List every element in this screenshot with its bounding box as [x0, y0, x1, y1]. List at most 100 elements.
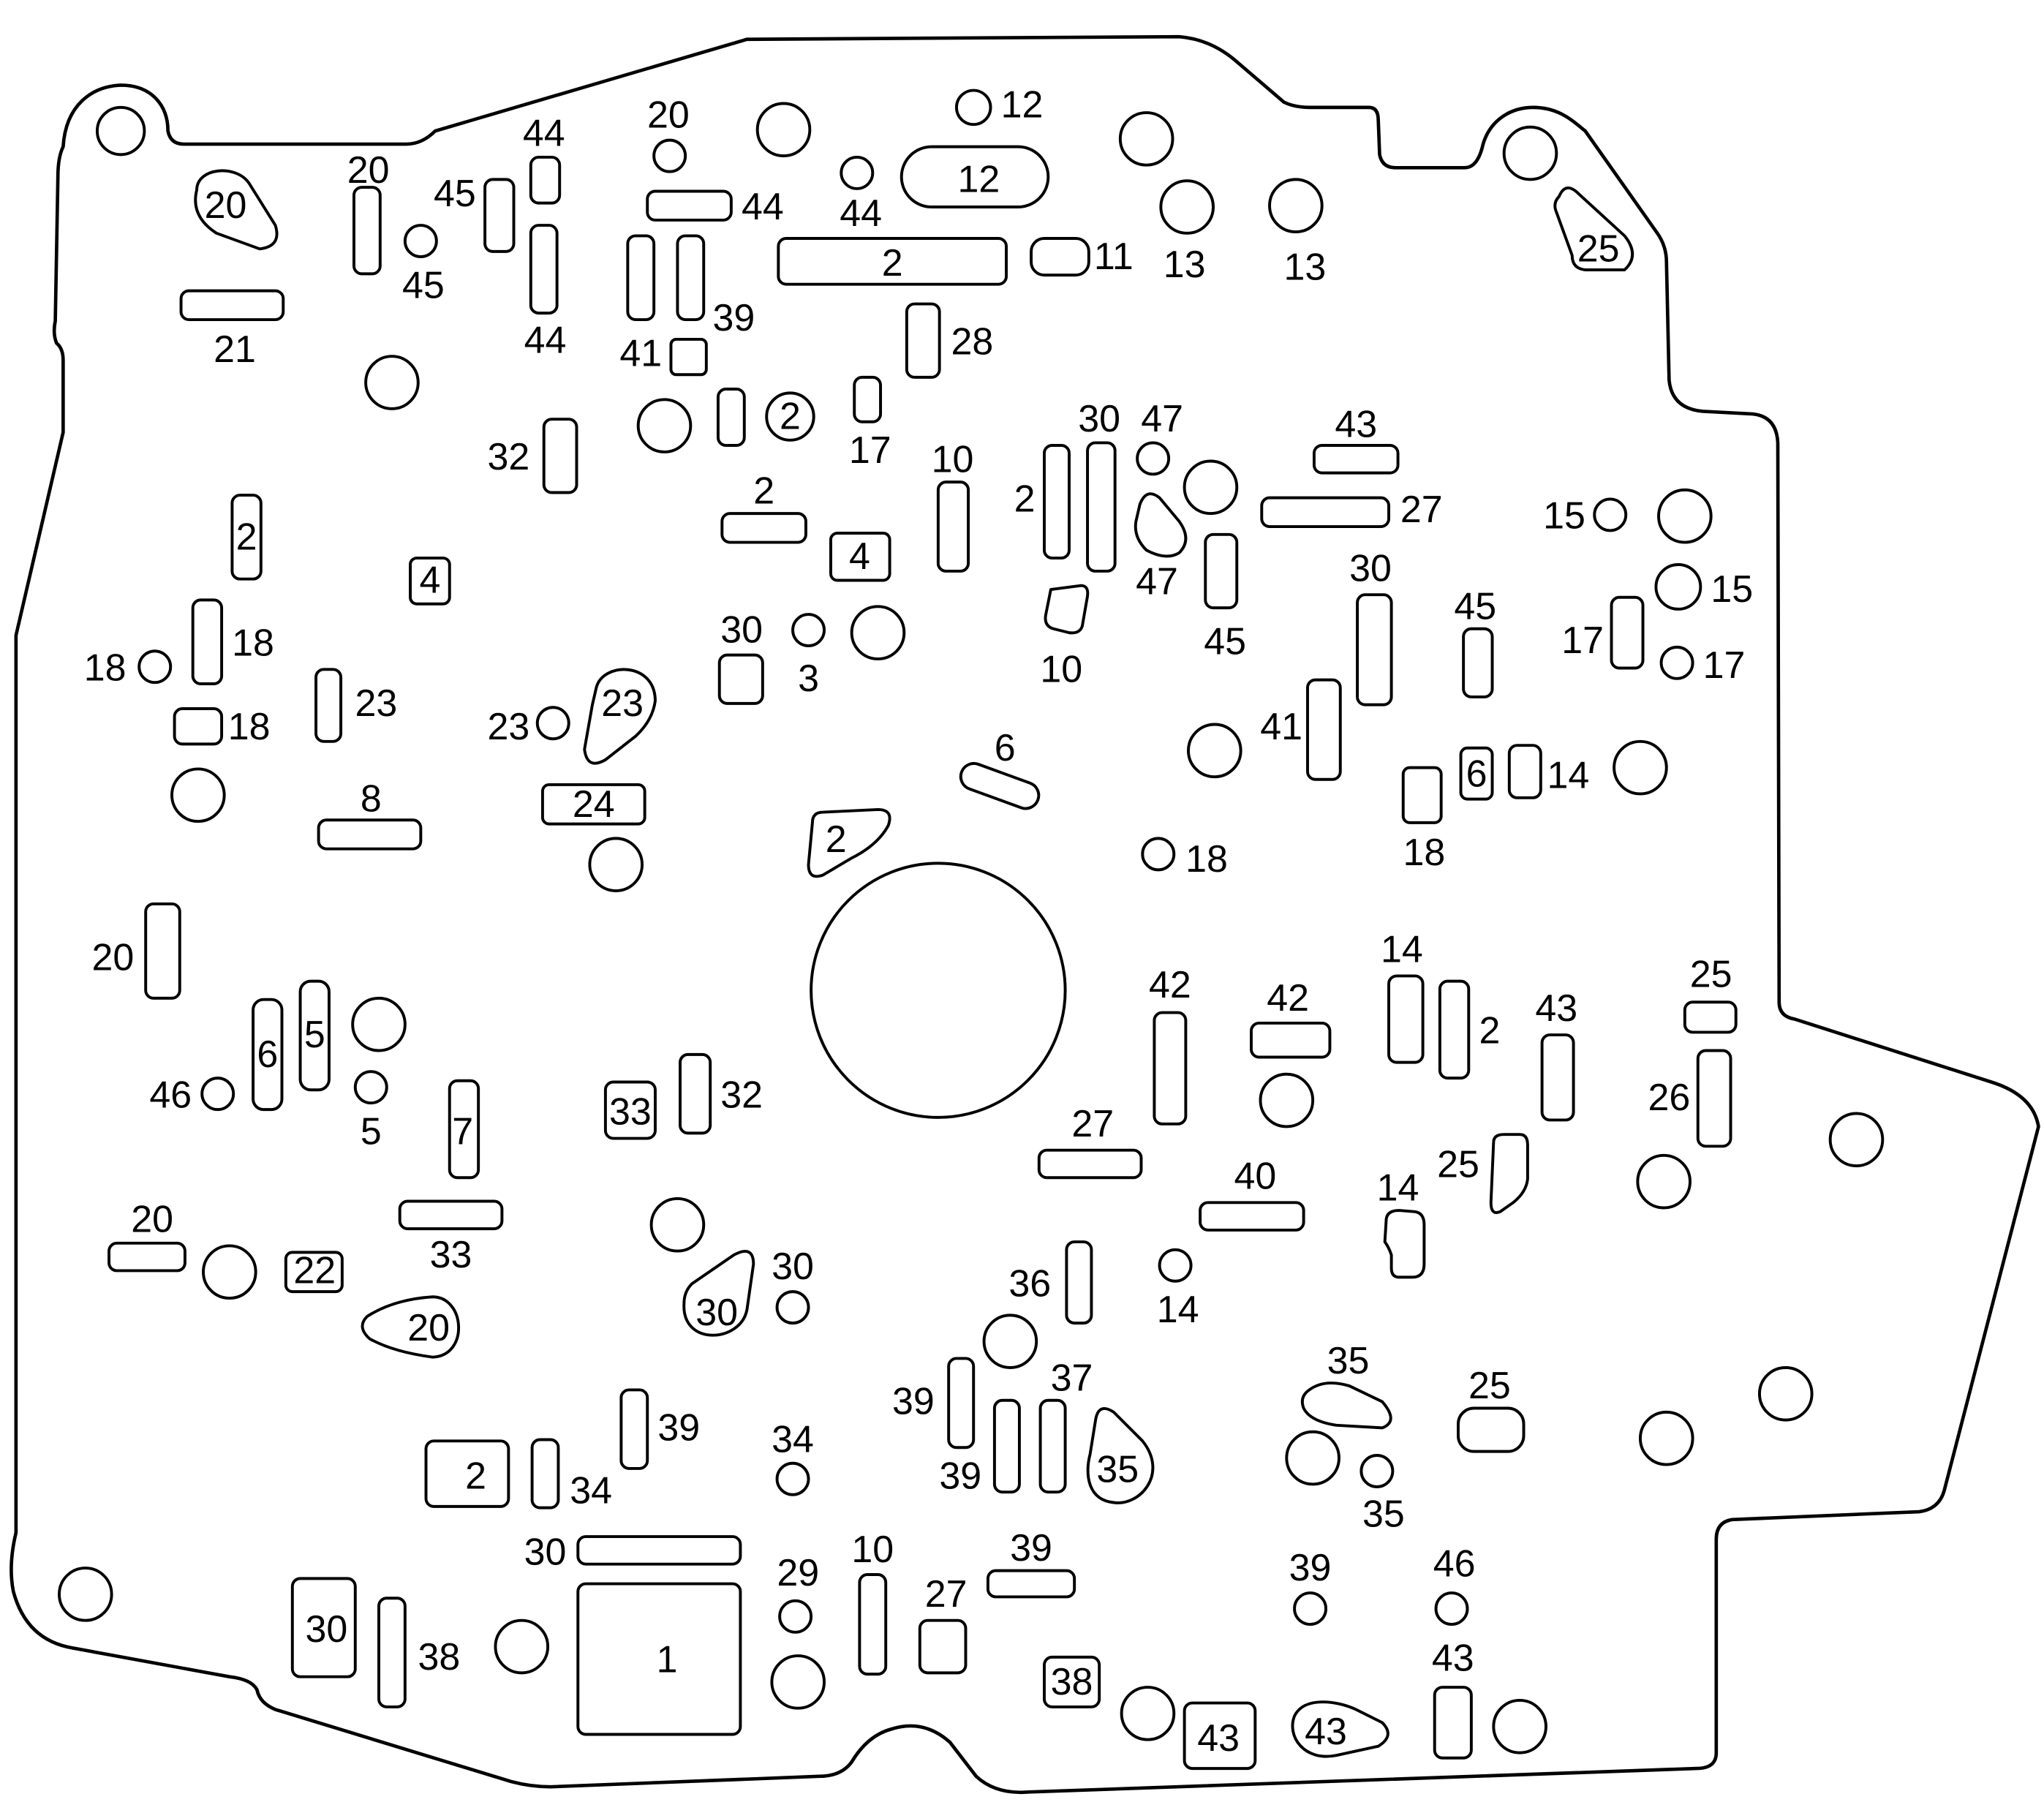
slot-hole: [317, 818, 423, 851]
hole-label: 25: [1437, 1143, 1479, 1186]
slot-hole: [1438, 979, 1471, 1080]
hole-label: 34: [772, 1419, 814, 1461]
pill-hole: [900, 145, 1050, 208]
hole-label: 45: [1204, 621, 1246, 663]
hole-label: 23: [487, 706, 529, 748]
hole-label: 6: [1466, 753, 1487, 796]
round-hole: [1757, 1366, 1814, 1422]
slot-hole: [777, 237, 1008, 286]
slot-hole: [716, 388, 746, 447]
hole-label: 39: [892, 1381, 935, 1423]
round-hole: [1659, 645, 1694, 680]
round-hole: [775, 1461, 810, 1496]
hole-label: 43: [1535, 987, 1577, 1030]
round-hole: [850, 605, 906, 660]
hole-label: 6: [257, 1033, 278, 1076]
round-hole: [1268, 178, 1324, 234]
slot-hole: [1204, 532, 1239, 610]
hole-label: 27: [925, 1573, 968, 1616]
round-hole: [170, 767, 226, 823]
slot-hole: [646, 189, 733, 222]
round-hole: [954, 88, 992, 127]
slot-hole: [1356, 593, 1393, 706]
hole-label: 20: [131, 1199, 173, 1241]
plate-outline: [10, 34, 2040, 1795]
hole-label: 39: [939, 1455, 981, 1498]
hole-label: 41: [619, 333, 662, 375]
hole-label: 10: [932, 439, 974, 481]
hole-label: 30: [720, 609, 763, 652]
hole-label: 18: [1403, 832, 1446, 874]
hole-label: 42: [1149, 964, 1191, 1006]
slot-hole: [298, 979, 331, 1092]
round-hole: [1159, 179, 1215, 235]
hole-label: 23: [355, 682, 398, 725]
slot-hole: [1683, 1000, 1738, 1034]
hole-label: 14: [1547, 754, 1590, 796]
hole-label: 33: [430, 1234, 472, 1276]
hole-label: 29: [777, 1552, 819, 1594]
bean-hole: [1300, 1382, 1392, 1430]
teardrop-hole: [1291, 1700, 1389, 1758]
slot-hole: [448, 1079, 480, 1180]
hole-label: 2: [236, 516, 257, 558]
hole-label: 30: [772, 1245, 814, 1288]
hole-label: 39: [1010, 1527, 1052, 1569]
hole-label: 38: [1051, 1661, 1093, 1703]
square-hole: [424, 1439, 510, 1508]
round-hole: [1613, 739, 1668, 796]
hole-label: 7: [452, 1111, 473, 1153]
slot-hole: [1042, 444, 1071, 560]
slot-hole: [1462, 627, 1494, 698]
round-hole: [1638, 1410, 1694, 1466]
hole-label: 36: [1008, 1262, 1051, 1305]
hole-label: 30: [695, 1292, 738, 1334]
round-hole: [791, 613, 826, 648]
hole-label: 35: [1362, 1493, 1405, 1536]
slot-holes: [108, 145, 1738, 1771]
square-hole: [1183, 1701, 1257, 1771]
square-hole: [829, 532, 891, 582]
hole-label: 25: [1577, 227, 1620, 270]
hole-label: 30: [1078, 398, 1120, 440]
mounting-hole: [58, 1567, 113, 1622]
hole-label: 2: [780, 396, 801, 438]
teardrop-hole: [361, 1295, 461, 1359]
hole-label: 4: [419, 559, 440, 601]
hole-label: 11: [1094, 235, 1134, 278]
hole-label: 30: [1349, 547, 1392, 589]
hole-label: 27: [1071, 1103, 1114, 1145]
round-hole: [1120, 1686, 1176, 1741]
hole-label: 14: [1377, 1167, 1419, 1210]
hole-labels: 20 20 45 45 44 44 21 20 44 41 39 44 2 12…: [84, 83, 1753, 1760]
slot-hole: [1260, 496, 1391, 529]
hole-label: 17: [1703, 644, 1746, 687]
hole-label: 20: [92, 936, 135, 979]
mounting-hole: [95, 105, 146, 157]
square-hole: [1042, 1655, 1101, 1708]
hole-label: 35: [1327, 1340, 1370, 1382]
square-hole: [290, 1577, 357, 1678]
slot-hole: [1696, 1049, 1732, 1148]
slot-hole: [676, 234, 706, 322]
round-hole: [1187, 723, 1242, 779]
teardrop-hole: [583, 668, 657, 765]
round-hole: [1259, 1072, 1315, 1128]
slot-hole: [540, 783, 646, 826]
round-hole: [1492, 1698, 1547, 1754]
hole-label: 13: [1284, 246, 1327, 288]
hole-label: 5: [304, 1014, 325, 1056]
hole-label: 43: [1432, 1637, 1474, 1680]
slot-hole: [992, 1398, 1021, 1494]
slot-hole: [853, 375, 883, 423]
hole-label: 17: [849, 429, 891, 472]
round-hole: [765, 391, 815, 442]
hole-label: 42: [1267, 977, 1309, 1019]
slot-hole: [230, 494, 263, 581]
slot-hole: [398, 1199, 504, 1231]
round-hole: [1158, 1248, 1193, 1283]
slot-hole: [144, 902, 181, 1000]
hole-label: 10: [1040, 648, 1082, 690]
hole-label: 6: [995, 727, 1016, 769]
slot-hole: [619, 1388, 649, 1470]
